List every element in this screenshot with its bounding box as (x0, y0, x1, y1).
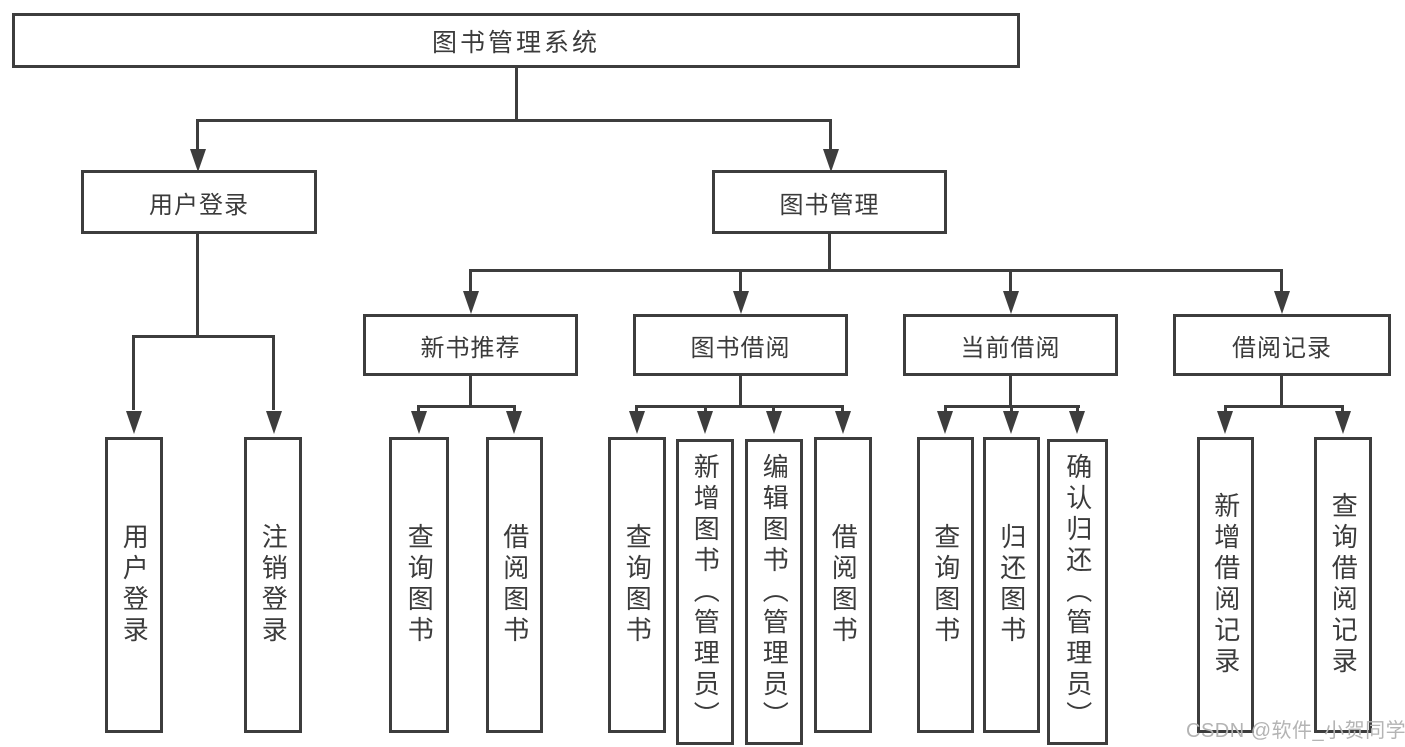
leaf-label: 查询图书 (404, 523, 435, 647)
node-label: 用户登录 (149, 191, 249, 219)
leaf-query-borrow-record: 查询借阅记录 (1314, 437, 1372, 733)
leaf-borrow-books: 借阅图书 (486, 437, 543, 733)
connector-drop-l3 (1009, 272, 1012, 291)
connector-drop-l3 (1280, 272, 1283, 291)
leaf-edit-book-admin: 编辑图书（管理员） (745, 439, 803, 745)
leaf-return-books: 归还图书 (983, 437, 1040, 733)
arrowhead-icon (411, 411, 427, 434)
leaf-label: 查询图书 (930, 523, 961, 647)
arrowhead-icon (1003, 411, 1019, 434)
arrowhead-icon (190, 149, 206, 172)
arrowhead-icon (1274, 291, 1290, 314)
arrowhead-icon (766, 411, 782, 434)
connector-l3-horizontal (469, 269, 1283, 272)
connector-drop-leaf (272, 338, 275, 410)
connector-book-mgmt-stem (828, 232, 831, 271)
leaf-label: 用户登录 (119, 523, 150, 647)
node-new-book-recommend: 新书推荐 (363, 314, 578, 376)
connector-drop-l3 (469, 272, 472, 291)
connector-newbooks-horizontal (417, 405, 516, 408)
node-label: 图书管理 (779, 191, 880, 219)
connector-user-login-stem (196, 232, 199, 337)
arrowhead-icon (1335, 411, 1351, 434)
node-label: 图书借阅 (690, 334, 791, 362)
arrowhead-icon (463, 291, 479, 314)
node-label: 借阅记录 (1232, 334, 1332, 362)
connector-drop-leaf (132, 338, 135, 410)
arrowhead-icon (1069, 411, 1085, 434)
connector-drop-book-mgmt (829, 121, 832, 150)
arrowhead-icon (937, 411, 953, 434)
leaf-add-borrow-record: 新增借阅记录 (1197, 437, 1254, 733)
leaf-label: 归还图书 (996, 523, 1027, 647)
arrowhead-icon (733, 291, 749, 314)
connector-l2-horizontal (196, 119, 832, 122)
leaf-query-books: 查询图书 (917, 437, 974, 733)
node-book-management: 图书管理 (712, 170, 947, 234)
node-label: 当前借阅 (960, 334, 1061, 362)
leaf-label: 查询借阅记录 (1328, 492, 1359, 678)
node-current-borrow: 当前借阅 (903, 314, 1118, 376)
connector-records-stem (1280, 374, 1283, 407)
arrowhead-icon (1217, 411, 1233, 434)
connector-currentborrow-horizontal (944, 405, 1080, 408)
leaf-label: 查询图书 (622, 523, 653, 647)
node-root-library-system: 图书管理系统 (12, 13, 1020, 68)
leaf-query-books: 查询图书 (608, 437, 666, 733)
leaf-logout: 注销登录 (244, 437, 302, 733)
arrowhead-icon (697, 411, 713, 434)
leaf-label: 新增借阅记录 (1210, 492, 1241, 678)
leaf-label: 编辑图书（管理员） (759, 452, 790, 732)
leaf-label: 借阅图书 (828, 523, 859, 647)
leaf-label: 新增图书（管理员） (690, 452, 721, 732)
leaf-user-login: 用户登录 (105, 437, 163, 733)
leaf-label: 注销登录 (258, 523, 289, 647)
connector-newbooks-stem (469, 374, 472, 407)
arrowhead-icon (1003, 291, 1019, 314)
leaf-confirm-return-admin: 确认归还（管理员） (1047, 439, 1108, 745)
connector-root-stem (515, 66, 518, 121)
node-label: 图书管理系统 (431, 28, 600, 57)
arrowhead-icon (506, 411, 522, 434)
arrowhead-icon (266, 411, 282, 434)
watermark: CSDN @软件_小贺同学 (1186, 720, 1405, 742)
node-user-login: 用户登录 (81, 170, 317, 234)
connector-user-login-horizontal (132, 335, 275, 338)
node-book-borrow: 图书借阅 (633, 314, 848, 376)
arrowhead-icon (126, 411, 142, 434)
node-borrow-records: 借阅记录 (1173, 314, 1391, 376)
connector-bookborrow-stem (739, 374, 742, 407)
arrowhead-icon (823, 149, 839, 172)
leaf-label: 借阅图书 (499, 523, 530, 647)
arrowhead-icon (629, 411, 645, 434)
connector-currentborrow-stem (1009, 374, 1012, 407)
leaf-add-book-admin: 新增图书（管理员） (676, 439, 734, 745)
connector-records-horizontal (1224, 405, 1344, 408)
arrowhead-icon (835, 411, 851, 434)
connector-drop-user-login (196, 121, 199, 150)
node-label: 新书推荐 (420, 334, 521, 362)
connector-bookborrow-horizontal (635, 405, 844, 408)
leaf-borrow-books: 借阅图书 (814, 437, 872, 733)
leaf-query-books: 查询图书 (389, 437, 449, 733)
connector-drop-l3 (739, 272, 742, 291)
leaf-label: 确认归还（管理员） (1062, 452, 1093, 732)
